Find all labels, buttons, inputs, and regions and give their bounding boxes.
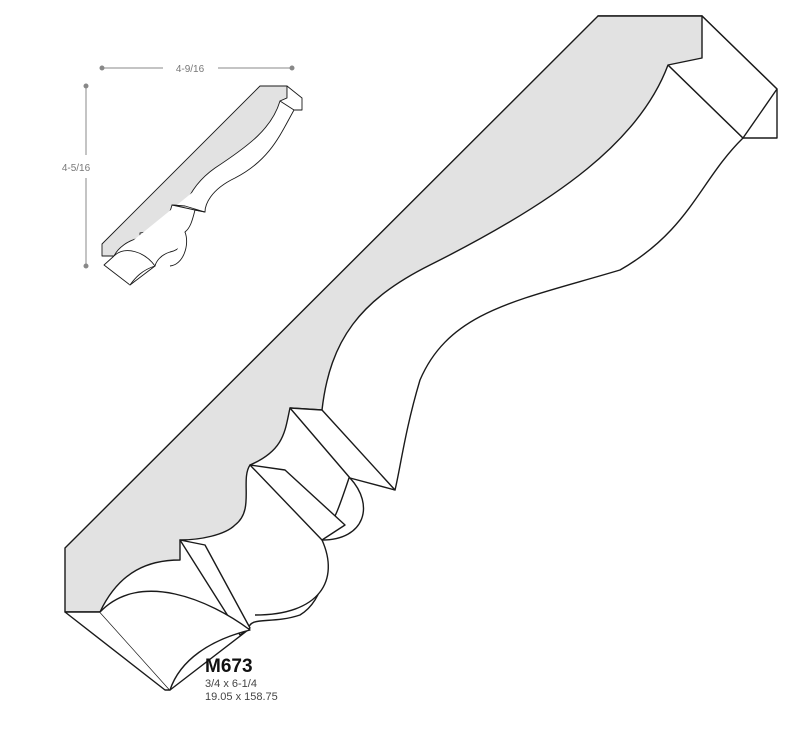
large-molding xyxy=(64,15,778,691)
small-bead-curve xyxy=(169,231,188,267)
height-dimension xyxy=(83,83,89,269)
small-profile-face xyxy=(101,85,288,257)
width-dimension-label: 4-9/16 xyxy=(176,64,205,75)
bead-face-2 xyxy=(249,464,346,541)
bead-face-3 xyxy=(179,539,251,636)
bead-curve-2 xyxy=(254,539,330,616)
small-bead-1 xyxy=(171,204,206,213)
product-size-metric: 19.05 x 158.75 xyxy=(205,691,278,703)
height-dimension-label: 4-5/16 xyxy=(62,163,91,174)
product-caption: M673 3/4 x 6-1/4 19.05 x 158.75 xyxy=(205,656,278,704)
product-size-imperial: 3/4 x 6-1/4 xyxy=(205,678,257,690)
bottom-cove xyxy=(99,590,251,691)
bead-curve-1 xyxy=(321,477,365,541)
small-underside xyxy=(103,109,295,286)
profile-end-face xyxy=(64,15,703,613)
molding-underside xyxy=(74,137,744,691)
small-molding xyxy=(101,85,303,286)
small-cove xyxy=(113,250,156,286)
product-code: M673 xyxy=(205,656,253,677)
bead-face-1 xyxy=(289,407,396,491)
width-dimension xyxy=(99,65,295,71)
